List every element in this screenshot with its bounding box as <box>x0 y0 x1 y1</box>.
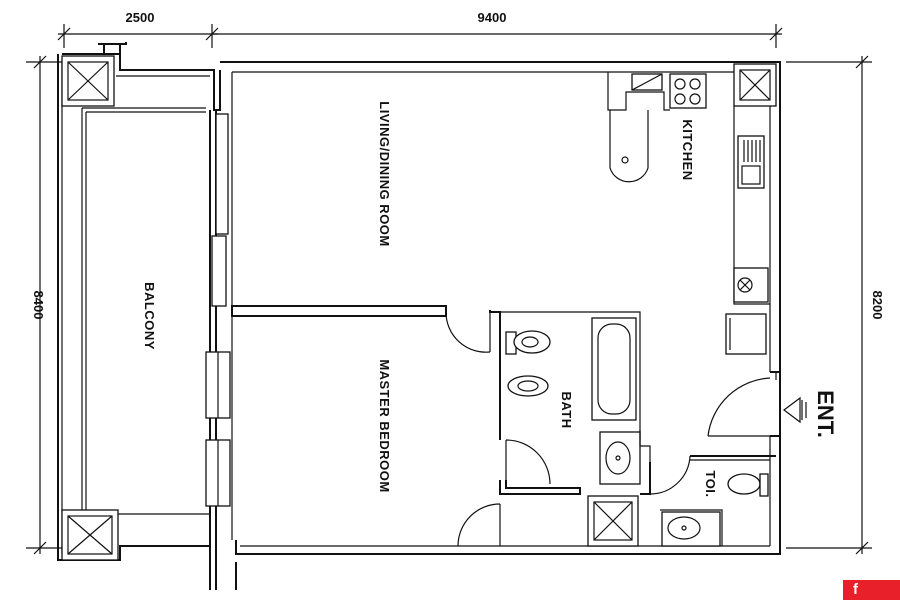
master-bedroom-label: MASTER BEDROOM <box>377 359 392 492</box>
service-shaft <box>587 495 639 547</box>
bath: BATH <box>505 317 651 485</box>
logo-badge: f <box>843 580 900 600</box>
entrance: ENT. <box>707 371 838 438</box>
hob-icon <box>669 73 707 109</box>
kitchen: KITCHEN <box>607 63 777 355</box>
balcony-glazing <box>205 110 237 590</box>
logo-badge-text: f <box>853 581 858 598</box>
dimension-label-8400: 8400 <box>31 291 46 320</box>
toilet-label: TOI. <box>703 470 718 497</box>
dimension-label-2500: 2500 <box>126 10 155 25</box>
master-bedroom: MASTER BEDROOM <box>377 310 641 547</box>
balcony-label: BALCONY <box>142 282 157 350</box>
entrance-arrow-icon <box>783 396 807 424</box>
dimension-label-9400: 9400 <box>478 10 507 25</box>
washer-icon <box>733 267 769 303</box>
bathtub-icon <box>591 317 637 421</box>
living-dining-label: LIVING/DINING ROOM <box>377 101 392 247</box>
living-dining-room: LIVING/DINING ROOM <box>231 101 491 353</box>
dimension-label-8200: 8200 <box>870 291 885 320</box>
entrance-label: ENT. <box>813 390 838 438</box>
bath-label: BATH <box>559 391 574 428</box>
toilet-room: TOI. <box>640 455 776 547</box>
dimension-right: 8200 <box>786 55 885 555</box>
fridge-icon <box>725 313 767 355</box>
kitchen-label: KITCHEN <box>680 119 695 180</box>
toilet-basin-icon <box>661 511 721 547</box>
balcony-area: BALCONY <box>57 42 221 561</box>
wc-icon <box>727 473 761 495</box>
dimension-left: 8400 <box>26 55 66 555</box>
toilet-icon <box>513 330 551 354</box>
bidet-icon <box>507 375 549 397</box>
dimension-top-right: 9400 <box>212 10 783 48</box>
dimension-top-left: 2500 <box>57 10 219 48</box>
